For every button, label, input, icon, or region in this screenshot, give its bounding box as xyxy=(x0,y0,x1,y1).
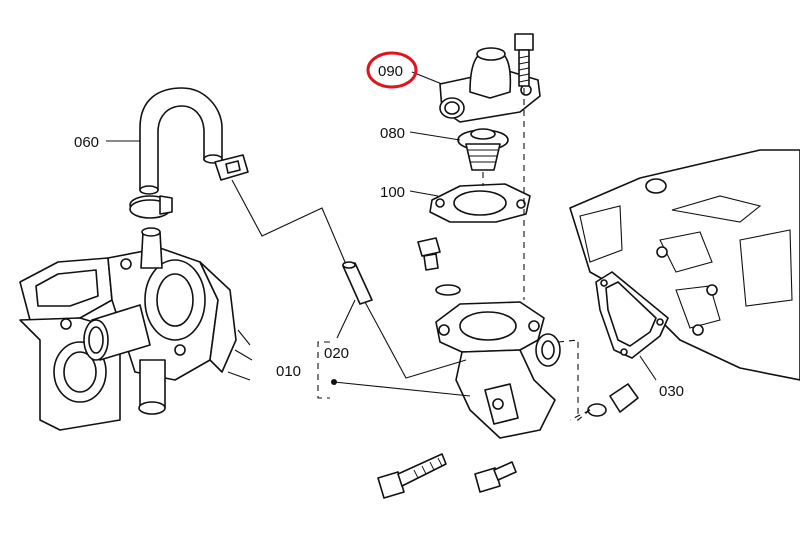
bolt-top xyxy=(514,33,534,87)
long-bolt xyxy=(377,453,447,499)
drain-plug xyxy=(587,383,639,417)
hose-clamp xyxy=(129,195,173,219)
callout-020: 020 xyxy=(324,345,349,362)
leader-080 xyxy=(409,131,461,141)
pipe-020 xyxy=(342,261,373,305)
leader-030 xyxy=(639,355,657,381)
callout-010: 010 xyxy=(276,363,301,380)
hose-060 xyxy=(139,87,223,195)
thermostat-cover-090 xyxy=(439,47,541,123)
gasket-100 xyxy=(429,183,531,223)
callout-100: 100 xyxy=(380,184,405,201)
leader-010-dot xyxy=(331,379,337,385)
leader-090 xyxy=(411,71,443,85)
thermostat-080 xyxy=(457,128,509,171)
routing-line xyxy=(231,179,467,379)
callout-090: 090 xyxy=(378,63,403,80)
assembly-line-plug xyxy=(569,409,591,421)
callout-030: 030 xyxy=(659,383,684,400)
clip-part xyxy=(214,154,249,181)
callout-090-highlight xyxy=(366,51,418,89)
callout-080: 080 xyxy=(380,125,405,142)
leader-100 xyxy=(409,190,439,197)
bracket-010 xyxy=(317,341,330,399)
short-bolt xyxy=(474,461,517,493)
water-pump-assembly xyxy=(19,227,253,431)
thermostat-housing-010 xyxy=(435,301,561,439)
engine-block xyxy=(569,149,800,381)
leader-020 xyxy=(336,299,356,339)
assembly-line-engine xyxy=(557,339,593,422)
callout-060: 060 xyxy=(74,134,99,151)
gasket-030 xyxy=(595,271,669,359)
leader-010 xyxy=(333,381,471,397)
drain-bolt xyxy=(417,237,461,296)
